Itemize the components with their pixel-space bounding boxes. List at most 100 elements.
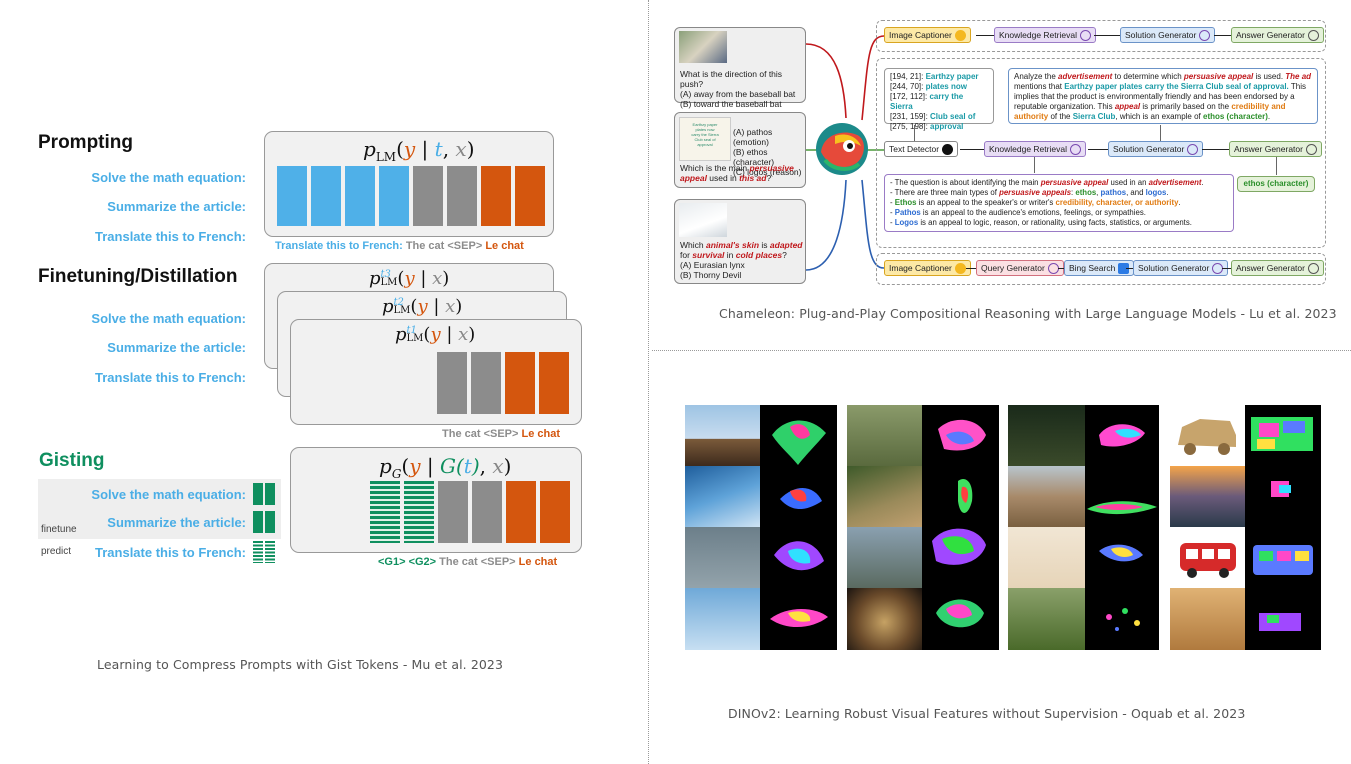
flow-arrow (1126, 268, 1133, 270)
option-text: (A) away from the baseball bat (680, 89, 796, 99)
gist-token-mini (265, 541, 275, 563)
dino-caption: DINOv2: Learning Robust Visual Features … (728, 706, 1246, 721)
solution-output: Analyze the advertisement to determine w… (1008, 68, 1318, 124)
flow-arrow (960, 149, 984, 151)
input-token-bar (471, 352, 501, 414)
openai-icon (1199, 29, 1211, 41)
horse-field-photo (1008, 588, 1085, 650)
output-token-bar (481, 166, 511, 226)
elephant-statue-photo (847, 588, 922, 650)
question-card: Earthzy paper plates now carry the Sierr… (674, 112, 806, 188)
pipeline-group-3 (876, 253, 1326, 285)
gisting-formula: pG(y | G(t), x) (379, 454, 512, 481)
gist-token-mini (253, 483, 263, 505)
gisting-heading: Gisting (39, 450, 105, 471)
image-captioner-module: Image Captioner (884, 27, 971, 43)
prompting-example: Translate this to French: The cat <SEP> … (275, 240, 524, 252)
feature-map-column (1245, 405, 1321, 650)
pipeline-group-1 (876, 20, 1326, 52)
option-text: (B) ethos (character) (733, 147, 775, 167)
toy-car-photo (1170, 405, 1245, 466)
flow-arrow (1276, 157, 1277, 175)
gist-token-mini (253, 541, 263, 563)
task-label: Translate this to French: (95, 370, 246, 385)
bird-photo (685, 405, 760, 466)
knowledge-output: - The question is about identifying the … (884, 174, 1234, 232)
question-card: Which animal's skin is adapted for survi… (674, 199, 806, 284)
task-label: Solve the math equation: (91, 487, 246, 502)
gear-icon (1305, 143, 1317, 155)
input-token-bar (447, 166, 477, 226)
elephant-photo (847, 466, 922, 527)
gist-token-mini (253, 511, 263, 533)
horse-sketch-photo (1008, 527, 1085, 588)
feature-map-column (922, 405, 999, 650)
input-token-bar (413, 166, 443, 226)
finetune-band (38, 479, 281, 539)
finetuning-heading: Finetuning/Distillation (38, 266, 238, 287)
finetune-example: The cat <SEP> Le chat (442, 428, 561, 440)
flow-arrow (1222, 268, 1231, 270)
ad-photo: Earthzy paper plates now carry the Sierr… (679, 117, 731, 161)
question-text: What is the direction of this push? (680, 69, 783, 89)
chameleon-caption: Chameleon: Plug-and-Play Compositional R… (719, 306, 1337, 321)
routing-arrows (806, 35, 885, 271)
task-token-bar (311, 166, 341, 226)
elephant-photo (847, 527, 922, 588)
huggingface-icon (954, 262, 966, 274)
flow-arrow (966, 268, 976, 270)
predict-stage-label: predict (41, 546, 72, 557)
airplane-photo (685, 466, 760, 527)
github-icon (942, 143, 954, 155)
question-text: Which is the main persuasive appeal used… (680, 163, 794, 183)
option-text: (C) logos (reason) (733, 167, 802, 177)
flow-arrow (1034, 157, 1035, 173)
openai-icon (1187, 143, 1199, 155)
image-captioner-module: Image Captioner (884, 260, 971, 276)
feature-map-column (760, 405, 837, 650)
gist-token-mini (265, 483, 275, 505)
bus-sunset-photo (1170, 466, 1245, 527)
gear-icon (1307, 29, 1319, 41)
feature-map-column (1085, 405, 1159, 650)
task-label: Solve the math equation: (91, 170, 246, 185)
openai-icon (1069, 143, 1081, 155)
text-detector-module: Text Detector (884, 141, 959, 157)
option-text: (B) toward the baseball bat (680, 99, 782, 109)
pipeline-group-2 (876, 58, 1326, 248)
bing-search-module: Bing Search (1064, 260, 1135, 276)
input-token-bar (438, 481, 468, 543)
task-label: Translate this to French: (95, 229, 246, 244)
output-token-bar (506, 481, 536, 543)
horse-herd-photo (1008, 466, 1085, 527)
flow-arrow (1214, 35, 1231, 37)
input-token-bar (437, 352, 467, 414)
flow-arrow (976, 35, 994, 37)
task-token-bar (277, 166, 307, 226)
input-token-bar (472, 481, 502, 543)
eagle-photo (685, 527, 760, 588)
baseball-photo (679, 31, 727, 63)
knowledge-retrieval-module: Knowledge Retrieval (984, 141, 1086, 157)
flow-arrow (1202, 149, 1229, 151)
prompting-formula: pLM(y | t, x) (363, 137, 475, 164)
task-label: Summarize the article: (107, 199, 246, 214)
query-generator-module: Query Generator (976, 260, 1064, 276)
horse-photo (1008, 405, 1085, 466)
output-token-bar (515, 166, 545, 226)
output-token-bar (540, 481, 570, 543)
cartoon-bus-photo (1170, 527, 1245, 588)
answer-generator-module: Answer Generator (1229, 141, 1322, 157)
desert-car-photo (1170, 588, 1245, 650)
solution-generator-module: Solution Generator (1108, 141, 1204, 157)
answer-generator-module: Answer Generator (1231, 260, 1324, 276)
chameleon-logo (816, 123, 868, 175)
solution-generator-module: Solution Generator (1120, 27, 1216, 43)
gisting-model-box: pG(y | G(t), x) (290, 447, 582, 553)
vertical-divider (648, 0, 649, 764)
option-text: (A) pathos (emotion) (733, 127, 773, 147)
task-label: Summarize the article: (107, 515, 246, 530)
question-text: Which animal's skin is adapted for survi… (680, 240, 803, 280)
